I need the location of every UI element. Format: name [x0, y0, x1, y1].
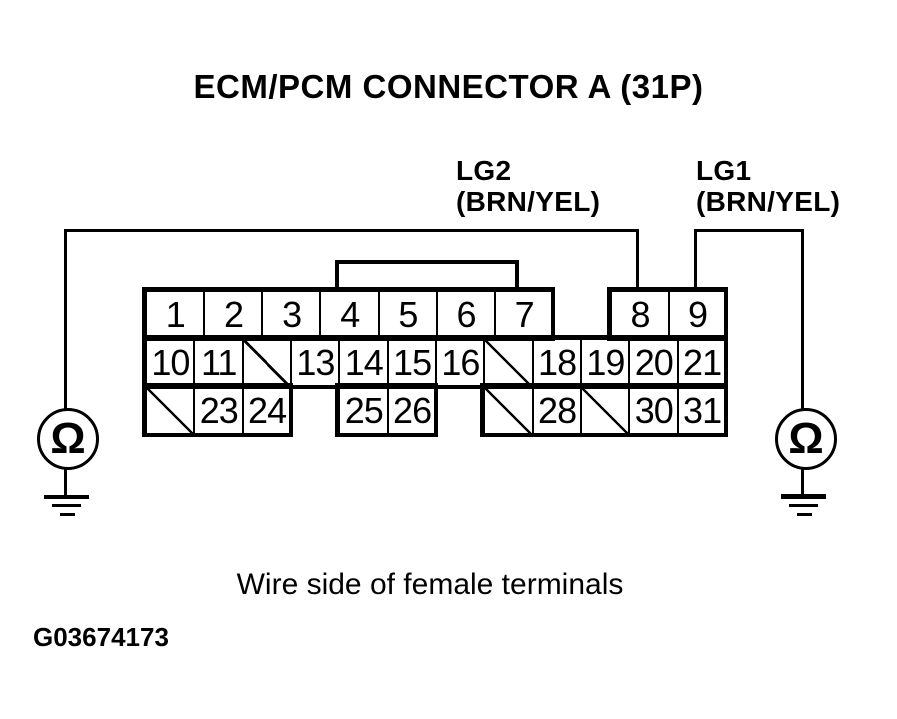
wire-color-code: (BRN/YEL) [696, 186, 841, 217]
pin-cell-13: 13 [289, 338, 341, 389]
pin-cell-15: 15 [386, 338, 438, 389]
no-pin-slash-cell [241, 338, 293, 389]
ohm-icon: Ω [788, 414, 824, 463]
pin-cell-4: 4 [319, 290, 381, 341]
wire-color-code: (BRN/YEL) [456, 186, 601, 217]
ohm-icon: Ω [50, 414, 86, 463]
pin-cell-20: 20 [628, 338, 680, 389]
pin-cell-18: 18 [531, 338, 583, 389]
wire-segment-pin8-vertical [636, 229, 639, 292]
ohmmeter-symbol-right: Ω [775, 408, 837, 470]
pin-cell-21: 21 [676, 338, 728, 389]
no-pin-slash-cell [145, 386, 196, 437]
pin-cell-19: 19 [579, 338, 631, 389]
pin-cell-5: 5 [377, 290, 439, 341]
pin-cell-8: 8 [610, 290, 670, 341]
wire-label-lg1: LG1 (BRN/YEL) [696, 155, 840, 217]
pin-cell-2: 2 [203, 290, 264, 341]
pin-cell-7: 7 [493, 290, 555, 341]
pin-cell-14: 14 [338, 338, 390, 389]
wire-segment-pin9-vertical [694, 229, 697, 292]
pin-cell-1: 1 [145, 290, 206, 341]
wire-segment-right-meter-vertical [801, 229, 804, 409]
pin-cell-10: 10 [145, 338, 196, 389]
caption: Wire side of female terminals [236, 568, 624, 601]
wire-segment-lg2-horizontal [64, 229, 639, 232]
wire-name: LG1 [696, 155, 752, 186]
pin-cell-11: 11 [193, 338, 245, 389]
pin-cell-6: 6 [435, 290, 497, 341]
wire-name: LG2 [456, 155, 512, 186]
wire-label-lg2: LG2 (BRN/YEL) [456, 155, 600, 217]
pin-cell-28: 28 [531, 386, 583, 437]
pin-cell-24: 24 [241, 386, 293, 437]
pin-cell-30: 30 [628, 386, 680, 437]
no-pin-slash-cell [483, 338, 535, 389]
no-pin-slash-cell [483, 386, 535, 437]
pin-cell-23: 23 [193, 386, 245, 437]
pin-cell-25: 25 [338, 386, 390, 437]
pin-cell-3: 3 [261, 290, 322, 341]
wire-segment-left-meter-vertical [64, 229, 67, 409]
no-pin-slash-cell [579, 386, 631, 437]
wire-segment-lg1-horizontal [694, 229, 804, 232]
pin-cell-26: 26 [386, 386, 438, 437]
diagram-title: ECM/PCM CONNECTOR A (31P) [193, 68, 704, 105]
pin-cell-9: 9 [667, 290, 728, 341]
pin-cell-31: 31 [676, 386, 728, 437]
figure-id: G03674173 [33, 622, 169, 652]
connector-key-tab [335, 260, 519, 292]
pin-cell-16: 16 [434, 338, 486, 389]
ohmmeter-symbol-left: Ω [37, 408, 99, 470]
